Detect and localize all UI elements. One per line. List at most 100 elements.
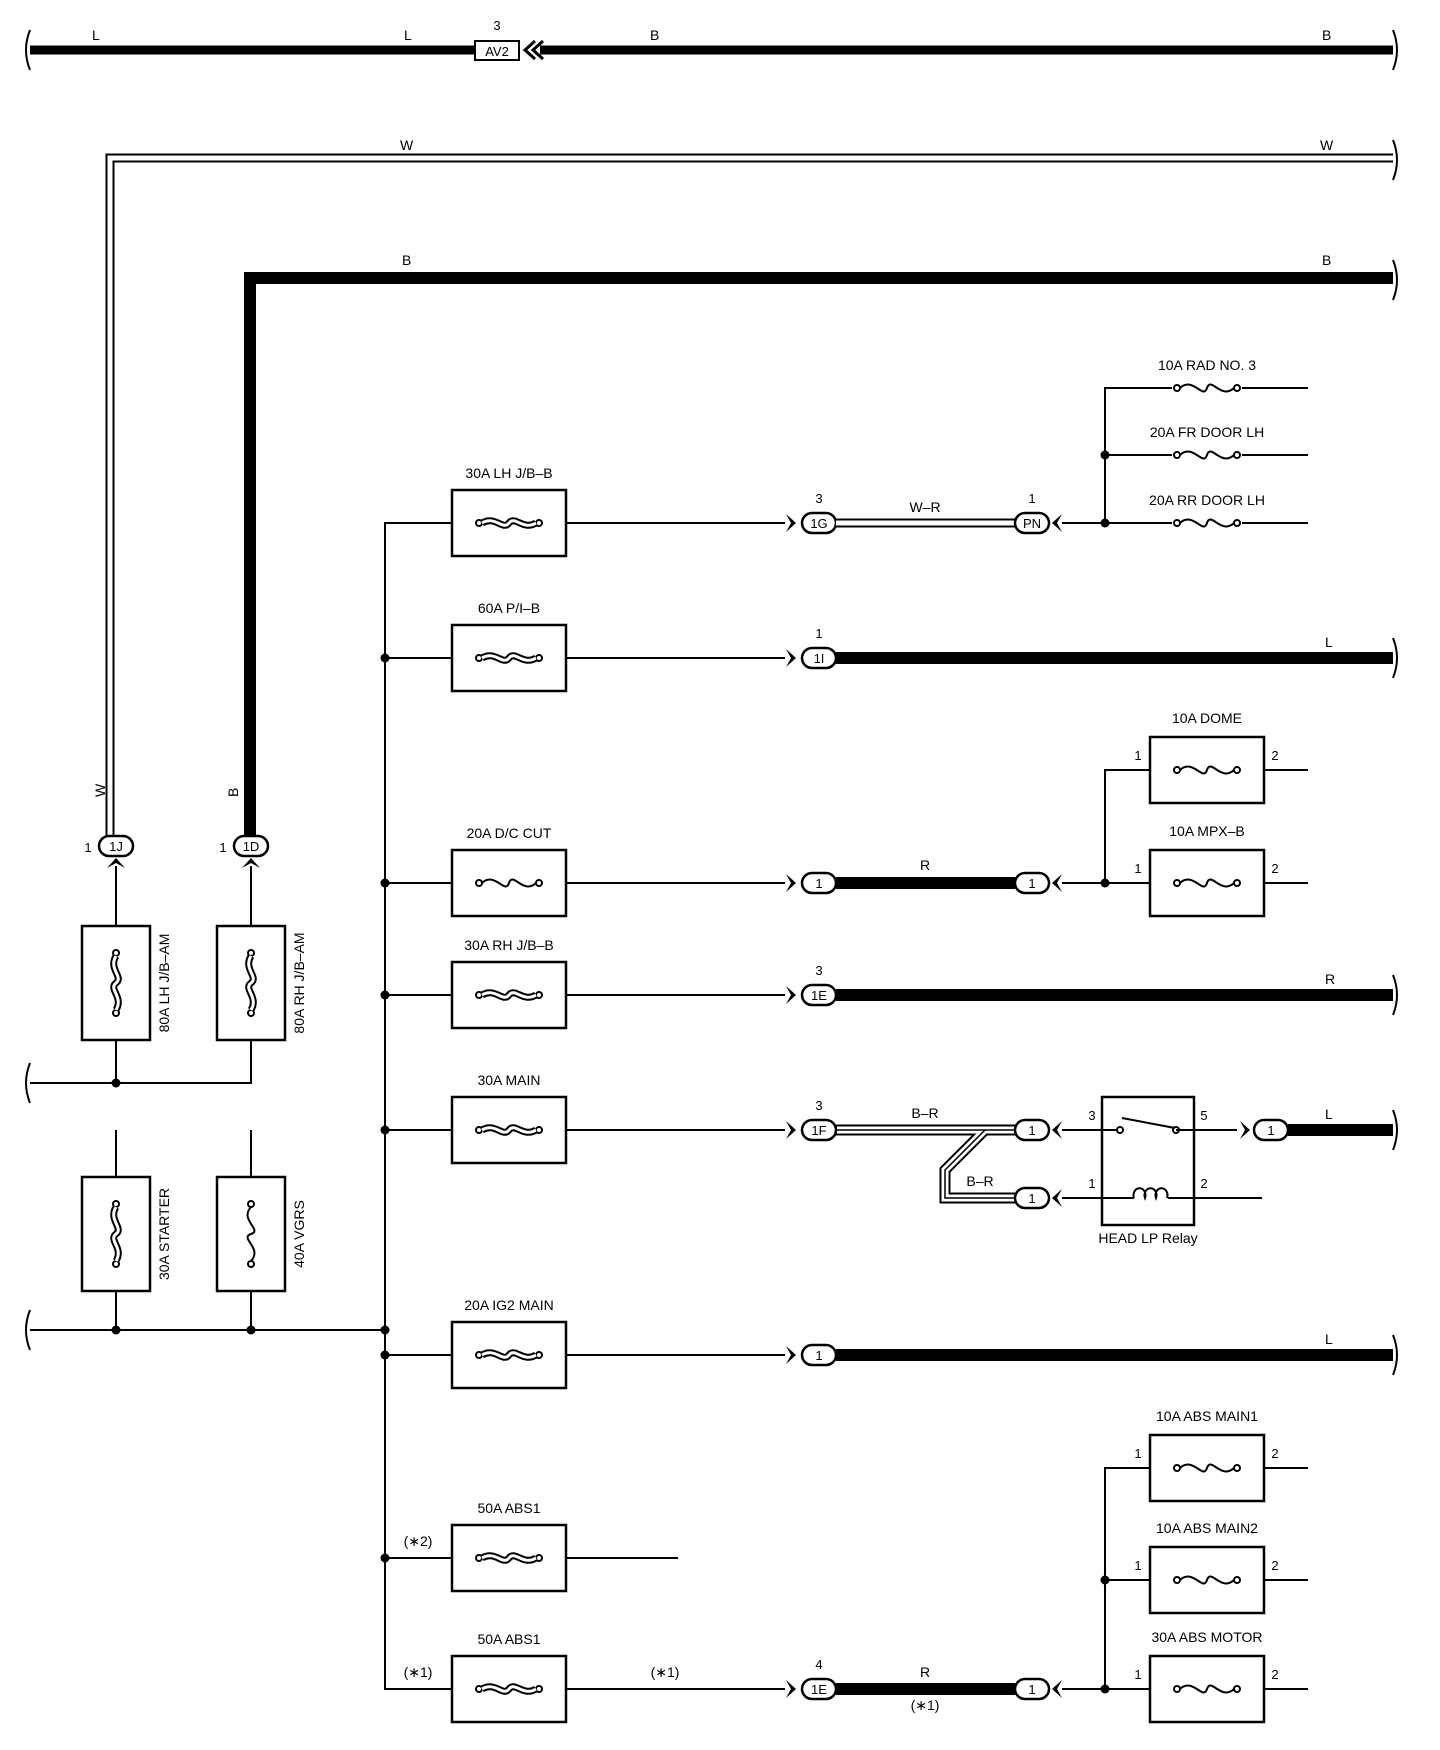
fuse-pin: 1 xyxy=(1134,748,1141,763)
row-20a-dc-cut: 20A D/C CUT 1 R 1 xyxy=(450,825,1110,918)
row-30a-lh-jb-b: 30A LH J/B–B 1G 3 W–R PN 1 xyxy=(450,465,1110,558)
wire-color-label: W xyxy=(1320,137,1334,153)
wire-color-label: L xyxy=(1325,1331,1333,1347)
connector-id: 1 xyxy=(815,876,822,891)
fuse-pin: 2 xyxy=(1271,861,1278,876)
variant-note: (∗1) xyxy=(404,1664,433,1680)
connector-id: 1 xyxy=(1028,1191,1035,1206)
fuse-label: 50A ABS1 xyxy=(477,1631,540,1647)
fuse-label: 20A D/C CUT xyxy=(467,825,552,841)
connector-id: 1E xyxy=(811,988,827,1003)
connector-av2-pin: 3 xyxy=(493,18,500,33)
connector-pin: 1 xyxy=(1028,491,1035,506)
connector-av2 xyxy=(474,40,520,61)
wire-color-label: W–R xyxy=(909,499,940,515)
connector-id: 1 xyxy=(1267,1123,1274,1138)
fuse-label: 60A P/I–B xyxy=(478,600,540,616)
fuse-label: 10A RAD NO. 3 xyxy=(1158,357,1256,373)
wire-color-label: B xyxy=(225,788,241,797)
fuse-label: 30A MAIN xyxy=(477,1072,540,1088)
wire-color-label: L xyxy=(404,27,412,43)
connector-1f xyxy=(800,1118,838,1142)
left-feed-2 xyxy=(25,1291,385,1351)
fuse-label: 80A LH J/B–AM xyxy=(156,934,172,1033)
connector-pin: 1 xyxy=(219,840,226,855)
fuse-label: 20A FR DOOR LH xyxy=(1150,424,1264,440)
variant-note: (∗1) xyxy=(651,1664,680,1680)
fuse-pin: 2 xyxy=(1271,1446,1278,1461)
row-50a-abs1-2: 50A ABS1 (∗2) xyxy=(404,1500,678,1593)
row-30a-rh-jb-b: 30A RH J/B–B 1E 3 R xyxy=(450,937,1398,1030)
fuse-label: 20A IG2 MAIN xyxy=(464,1297,553,1313)
connector-id: 1F xyxy=(811,1123,826,1138)
connector-pin: 3 xyxy=(815,1098,822,1113)
wire-color-label: R xyxy=(920,1664,930,1680)
connector-id: 1E xyxy=(811,1682,827,1697)
connector-id: 1I xyxy=(814,651,825,666)
connector-pin: 4 xyxy=(815,1657,822,1672)
right-abs-fuses: 10A ABS MAIN1 1 2 10A ABS MAIN2 1 2 30A … xyxy=(1100,1408,1308,1724)
connector-1e xyxy=(800,1677,838,1701)
wire-color-label: B xyxy=(650,27,659,43)
left-feed-1 xyxy=(25,1040,252,1104)
fuse-label: 10A DOME xyxy=(1172,710,1242,726)
right-top-fuses: 10A RAD NO. 3 20A FR DOOR LH 20A RR DOOR… xyxy=(1100,357,1308,531)
fuse-pin: 1 xyxy=(1134,1667,1141,1682)
w-wire: W W W xyxy=(92,137,1398,840)
connector-id: 1 xyxy=(1028,1682,1035,1697)
fuse-pin: 1 xyxy=(1134,1558,1141,1573)
fuse-label: 30A LH J/B–B xyxy=(465,465,552,481)
variant-note: (∗2) xyxy=(404,1533,433,1549)
connector-1 xyxy=(1013,1118,1051,1142)
relay-pin: 1 xyxy=(1088,1176,1095,1191)
relay-pin: 5 xyxy=(1200,1108,1207,1123)
connector-1 xyxy=(1013,871,1051,895)
connector-pin: 3 xyxy=(815,491,822,506)
connector-id: 1D xyxy=(243,839,260,854)
row-30a-main: 30A MAIN 1F 3 B–R B–R 1 1 xyxy=(450,1072,1102,1210)
main-bus xyxy=(380,522,452,1690)
connector-id: 1 xyxy=(1028,1123,1035,1138)
fuse-label: 10A ABS MAIN1 xyxy=(1156,1408,1258,1424)
fuse-label: 40A VGRS xyxy=(291,1200,307,1268)
connector-id: 1J xyxy=(109,839,123,854)
wire-color-label: B xyxy=(1322,27,1331,43)
connector-id: 1G xyxy=(810,516,827,531)
row-60a-pi-b: 60A P/I–B 1I 1 L xyxy=(450,600,1398,693)
fuse-30a-starter: 30A STARTER xyxy=(80,1130,172,1293)
fuse-40a-vgrs: 40A VGRS xyxy=(215,1130,307,1293)
connector-pn xyxy=(1013,511,1051,535)
connector-id: 1 xyxy=(1028,876,1035,891)
connector-1e xyxy=(800,983,838,1007)
head-lp-relay: 3 5 1 2 HEAD LP Relay 1 L xyxy=(1088,1095,1398,1246)
wire-color-label: L xyxy=(1325,1106,1333,1122)
wire-color-label: R xyxy=(1325,971,1335,987)
fuse-pin: 2 xyxy=(1271,748,1278,763)
connector-1j: 1J 1 xyxy=(84,834,135,926)
connector-1 xyxy=(1013,1677,1051,1701)
fuse-label: 30A RH J/B–B xyxy=(464,937,554,953)
fuse-label: 50A ABS1 xyxy=(477,1500,540,1516)
fuse-label: 80A RH J/B–AM xyxy=(291,932,307,1033)
connector-pin: 1 xyxy=(84,840,91,855)
fuse-pin: 1 xyxy=(1134,861,1141,876)
wire-color-label: W xyxy=(400,137,414,153)
connector-pin: 1 xyxy=(815,626,822,641)
wire-color-label: B xyxy=(1322,252,1331,268)
fuse-label: 10A MPX–B xyxy=(1169,823,1245,839)
connector-id: PN xyxy=(1023,516,1041,531)
row-20a-ig2-main: 20A IG2 MAIN 1 L xyxy=(450,1297,1398,1390)
connector-1 xyxy=(1013,1186,1051,1210)
wire-color-label: L xyxy=(1325,634,1333,650)
wire-color-label: B–R xyxy=(966,1173,993,1189)
wire-color-label: W xyxy=(92,783,108,797)
right-mid-fuses: 10A DOME 1 2 10A MPX–B 1 2 xyxy=(1104,710,1308,918)
connector-pin: 3 xyxy=(815,963,822,978)
relay-pin: 3 xyxy=(1088,1108,1095,1123)
variant-note: (∗1) xyxy=(911,1697,940,1713)
connector-av2-label: AV2 xyxy=(485,44,509,59)
fuse-label: 10A ABS MAIN2 xyxy=(1156,1520,1258,1536)
wire-color-label: R xyxy=(920,857,930,873)
relay-label: HEAD LP Relay xyxy=(1098,1230,1197,1246)
